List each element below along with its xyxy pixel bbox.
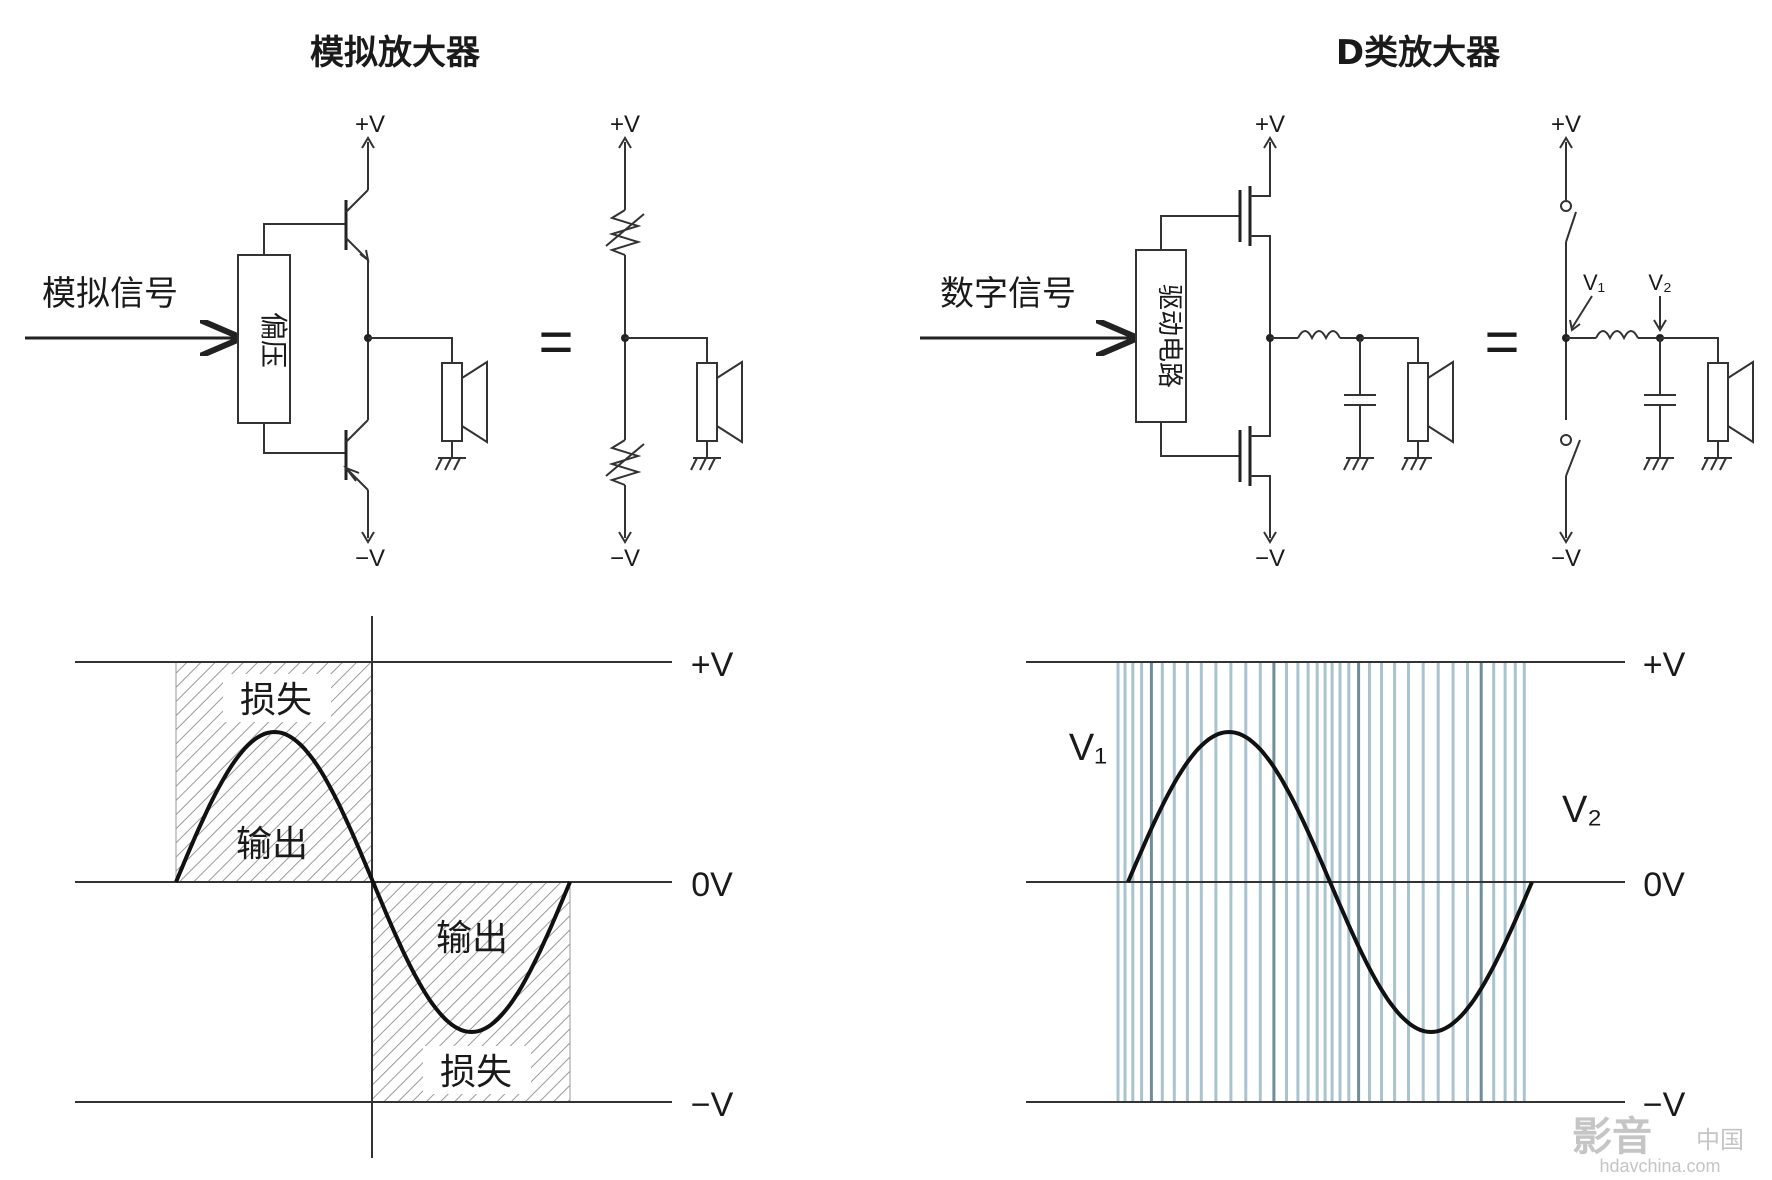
upper-variable-resistor-icon	[608, 209, 642, 256]
analog-equiv-supply-neg: −V	[610, 545, 640, 572]
watermark-url: hdavchina.com	[1599, 1156, 1720, 1176]
analog-supply-pos: +V	[355, 111, 385, 138]
analog-neg-rail-label: −V	[691, 1086, 734, 1124]
digital-supply-pos: +V	[1255, 111, 1285, 138]
digital-output-sine-wave	[1126, 729, 1534, 1035]
analog-circuit: 模拟信号 偏压 +V −V	[25, 111, 743, 572]
analog-title: 模拟放大器	[310, 33, 481, 73]
digital-neg-rail-label: −V	[1643, 1086, 1686, 1124]
watermark-main: 影音	[1572, 1114, 1652, 1160]
digital-speaker-icon	[1407, 360, 1454, 444]
digital-equiv-supply-neg: −V	[1551, 545, 1581, 572]
analog-output-sine-wave	[174, 729, 572, 1035]
digital-waveform-plot: V₁ V₂ +V 0V −V	[1026, 646, 1686, 1124]
lower-variable-resistor-icon	[608, 439, 642, 486]
digital-equiv-supply-pos: +V	[1551, 111, 1581, 138]
analog-equivalent-speaker-icon	[696, 360, 743, 444]
analog-waveform-plot: 损失 输出 输出 损失 +V 0V −V	[75, 616, 734, 1158]
analog-equals: =	[538, 308, 573, 375]
upper-switch-contact-icon	[1560, 200, 1572, 212]
digital-equivalent-inductor-icon	[1595, 330, 1639, 341]
bias-block-label: 偏压	[257, 312, 290, 368]
digital-title: D类放大器	[1336, 33, 1501, 73]
upper-transistor	[344, 189, 370, 263]
analog-equivalent-ground-icon	[690, 441, 721, 471]
watermark: 影音 中国 hdavchina.com	[1572, 1114, 1744, 1176]
top-output-label: 输出	[236, 824, 308, 865]
digital-pos-rail-label: +V	[1643, 646, 1686, 684]
analog-equiv-supply-pos: +V	[610, 111, 640, 138]
lower-mosfet	[1238, 338, 1271, 538]
analog-ground-icon	[435, 441, 466, 471]
analog-pos-rail-label: +V	[691, 646, 734, 684]
digital-supply-neg: −V	[1255, 545, 1285, 572]
driver-block	[1135, 249, 1187, 423]
upper-switch-icon	[1565, 211, 1577, 243]
digital-capacitor-icon	[1344, 338, 1376, 458]
digital-equivalent-circuit	[1559, 136, 1754, 544]
digital-zero-label: 0V	[1643, 866, 1685, 904]
digital-input-label: 数字信号	[940, 274, 1076, 314]
analog-input-label: 模拟信号	[42, 274, 178, 314]
analog-supply-neg: −V	[355, 545, 385, 572]
lower-transistor	[343, 419, 369, 491]
digital-equivalent-speaker-icon	[1707, 360, 1754, 444]
digital-speaker-ground-icon	[1401, 441, 1432, 471]
lower-switch-contact-icon	[1560, 434, 1572, 446]
bottom-output-label: 输出	[436, 918, 508, 959]
digital-equals: =	[1484, 308, 1519, 375]
digital-v2-label: V₂	[1562, 789, 1602, 831]
digital-circuit: 数字信号 驱动电路 +V −V	[920, 111, 1754, 572]
digital-capacitor-ground-icon	[1343, 457, 1374, 471]
digital-node-v1-label: V₁	[1583, 270, 1605, 295]
digital-node-v2-label: V₂	[1648, 270, 1671, 295]
lower-switch-icon	[1565, 439, 1581, 477]
digital-inductor-icon	[1297, 330, 1341, 341]
analog-speaker-icon	[441, 360, 488, 444]
bottom-loss-label: 损失	[440, 1052, 512, 1093]
analog-equivalent-circuit	[605, 136, 743, 544]
digital-v1-label: V₁	[1069, 727, 1107, 769]
driver-block-label: 驱动电路	[1154, 284, 1184, 388]
analog-zero-label: 0V	[691, 866, 733, 904]
top-loss-label: 损失	[240, 680, 312, 721]
watermark-cn: 中国	[1696, 1126, 1744, 1154]
upper-mosfet	[1238, 142, 1271, 338]
